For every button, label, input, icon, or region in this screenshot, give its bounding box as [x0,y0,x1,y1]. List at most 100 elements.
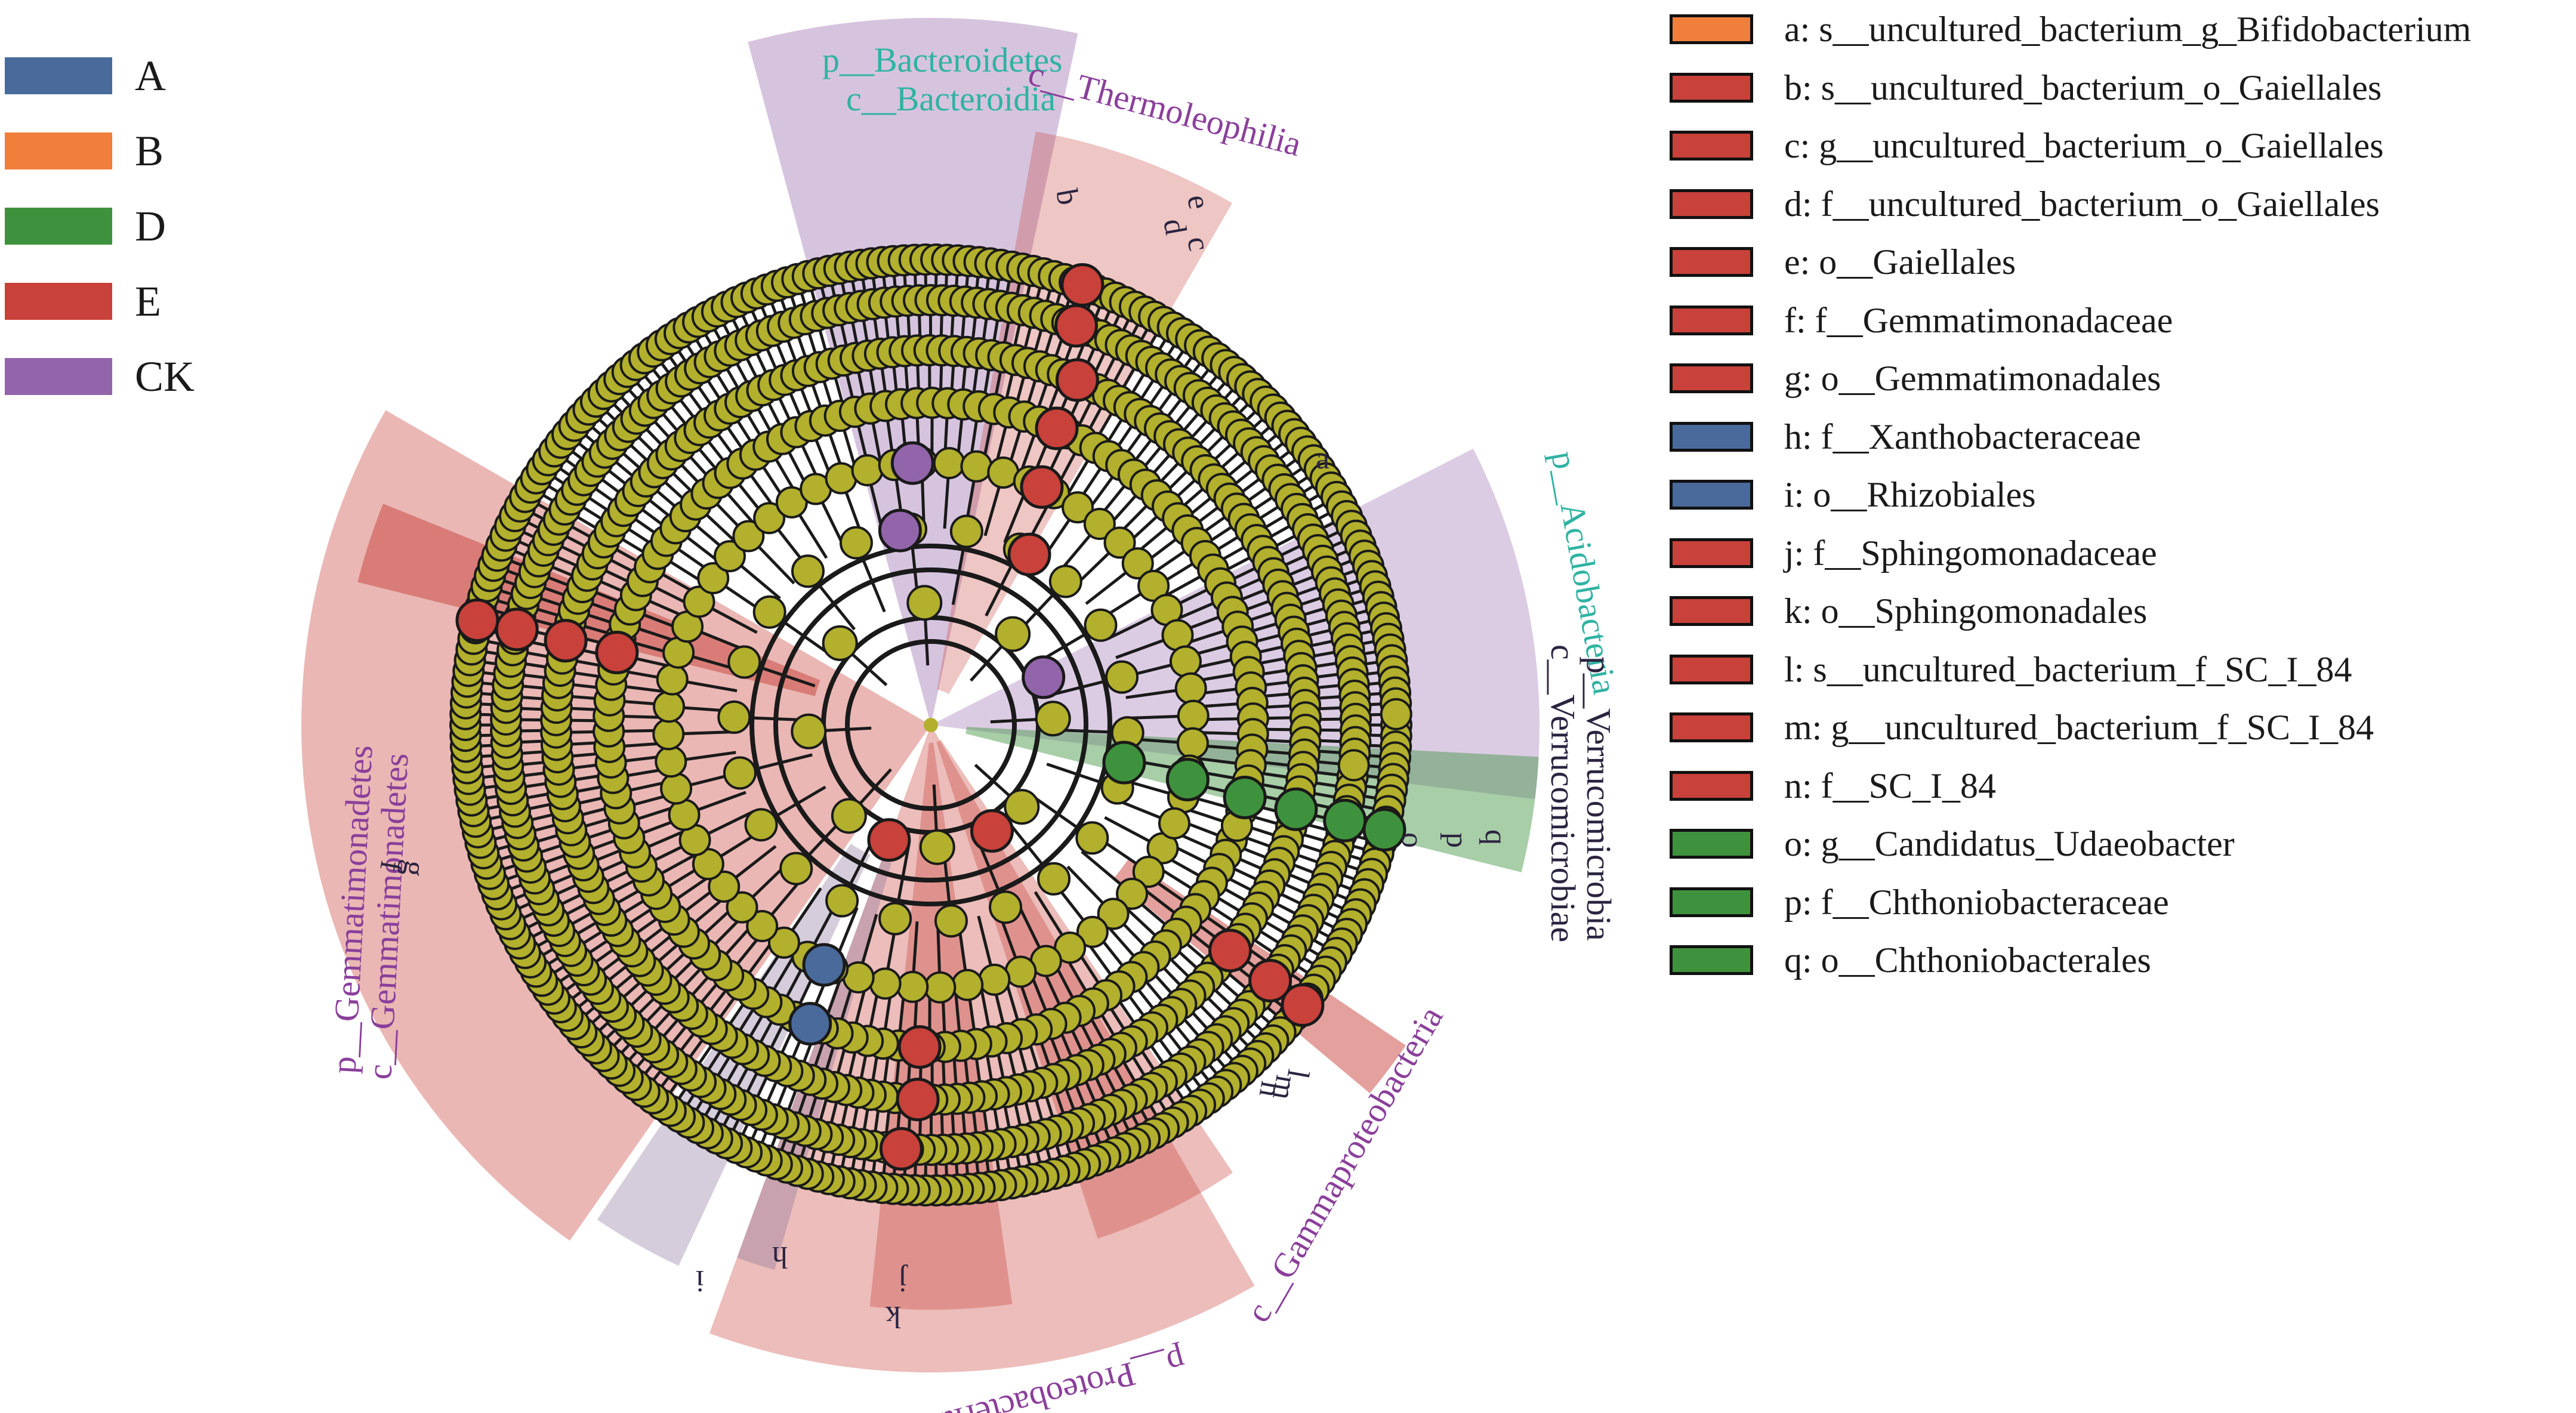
tree-node [752,595,786,629]
tree-node [1103,526,1136,559]
sector-letter-p: p [1440,832,1474,848]
tree-node [1054,931,1087,964]
taxon-swatch-h [1670,421,1753,452]
taxon-legend-item-o: o: g__Candidatus_Udaeobacter [1665,815,2572,873]
tree-node [822,625,858,661]
tree-node [746,910,779,943]
tree-node [1004,789,1040,825]
tree-node [933,447,965,480]
taxon-legend-item-d: d: f__uncultured_bacterium_o_Gaiellales [1665,175,2572,233]
sector-letter-i: i [696,1264,704,1298]
tree-node-enriched [1055,358,1099,402]
taxon-legend-item-n: n: f__SC_I_84 [1665,757,2572,815]
tree-node [1062,491,1094,524]
sector-letter-j: j [899,1264,908,1298]
tree-node [1076,915,1109,948]
taxon-legend-item-f: f: f__Gemmatimonadaceae [1665,291,2572,350]
tree-node-enriched [879,1127,923,1171]
tree-node [791,554,825,588]
tree-node [906,585,943,621]
tree-node [653,690,686,723]
tree-node [656,663,689,696]
taxon-legend-item-l: l: s__uncultured_bacterium_f_SC_I_84 [1665,640,2572,699]
taxon-swatch-e [1670,247,1753,277]
tree-nodes [449,243,1412,1207]
tree-node [978,963,1011,996]
taxon-legend-item-q: q: o__Chthoniobacterales [1665,931,2572,989]
taxon-label-g: g: o__Gemmatimonadales [1784,359,2161,398]
taxon-swatch-o [1670,829,1753,859]
tree-node [960,450,993,483]
group-swatch-e [5,283,112,320]
group-legend-item-b: B [5,119,243,195]
taxon-legend-item-a: a: s__uncultured_bacterium_g_Bifidobacte… [1665,0,2572,58]
tree-node [995,616,1031,652]
tree-node [851,454,884,487]
tree-node [1105,660,1139,694]
tree-node [1174,672,1207,705]
tree-node [1037,862,1071,896]
tree-node [831,798,867,834]
taxon-legend-item-h: h: f__Xanthobacteraceae [1665,408,2572,466]
tree-node-enriched [1102,741,1146,785]
tree-node [717,700,751,734]
tree-node [744,808,778,842]
tree-node [775,486,808,519]
tree-node [1132,856,1165,888]
tree-node [1380,698,1412,730]
tree-node [723,756,757,790]
group-legend-item-ck: CK [5,345,243,420]
tree-node-enriched [896,1078,940,1122]
taxon-swatch-k [1670,596,1753,626]
tree-node [825,884,859,918]
tree-node-enriched [1223,775,1267,819]
taxon-label-n: n: f__SC_I_84 [1784,766,1997,806]
tree-node-enriched [1060,263,1105,307]
tree-node [652,718,685,751]
sector-letter-m: m [1266,1073,1303,1103]
taxon-swatch-g [1670,363,1753,393]
taxon-label-j: j: f__Sphingomonadaceae [1784,533,2157,573]
tree-node [1176,727,1209,760]
group-legend: A B D E CK [5,44,243,420]
group-label-ck: CK [135,353,195,400]
sector-letter-q: q [1479,829,1513,845]
taxon-swatch-m [1670,712,1753,742]
taxon-legend-item-p: p: f__Chthoniobacteraceae [1665,873,2572,931]
group-label-a: A [135,52,166,100]
tree-node [869,967,902,1000]
cladogram-tree [449,243,1412,1207]
tree-node [767,926,800,959]
tree-node [1137,569,1170,602]
group-legend-item-a: A [5,44,243,119]
sector-letter-o: o [1395,832,1429,848]
tree-node [727,645,761,679]
tree-node [779,851,813,886]
group-swatch-ck [5,358,112,395]
taxon-legend-item-b: b: s__uncultured_bacterium_o_Gaiellales [1665,58,2572,117]
tree-node-enriched [595,631,639,675]
tree-node [683,585,715,618]
tree-node [726,891,758,924]
taxon-label-d: d: f__uncultured_bacterium_o_Gaiellales [1784,184,2380,224]
taxon-swatch-l [1670,654,1753,684]
group-legend-item-e: E [5,270,243,345]
tree-node [660,772,693,805]
tree-node-enriched [455,598,499,643]
tree-node [753,502,786,535]
tree-node [951,968,984,1001]
tree-node [934,904,968,938]
tree-node [1121,547,1154,580]
tree-node-enriched [867,818,911,862]
taxon-legend-item-i: i: o__Rhizobiales [1665,465,2572,524]
taxon-label-h: h: f__Xanthobacteraceae [1784,417,2141,456]
taxon-label-c: c: g__uncultured_bacterium_o_Gaiellales [1784,126,2384,165]
tree-node [713,540,746,573]
taxon-legend-item-k: k: o__Sphingomonadales [1665,582,2572,640]
tree-node-enriched [1035,406,1079,451]
tree-node-enriched [1248,958,1292,1002]
tree-node-enriched [897,1025,942,1069]
tree-node-enriched [1007,532,1051,576]
group-label-e: E [135,277,161,325]
taxon-label-a: a: s__uncultured_bacterium_g_Bifidobacte… [1784,10,2472,49]
